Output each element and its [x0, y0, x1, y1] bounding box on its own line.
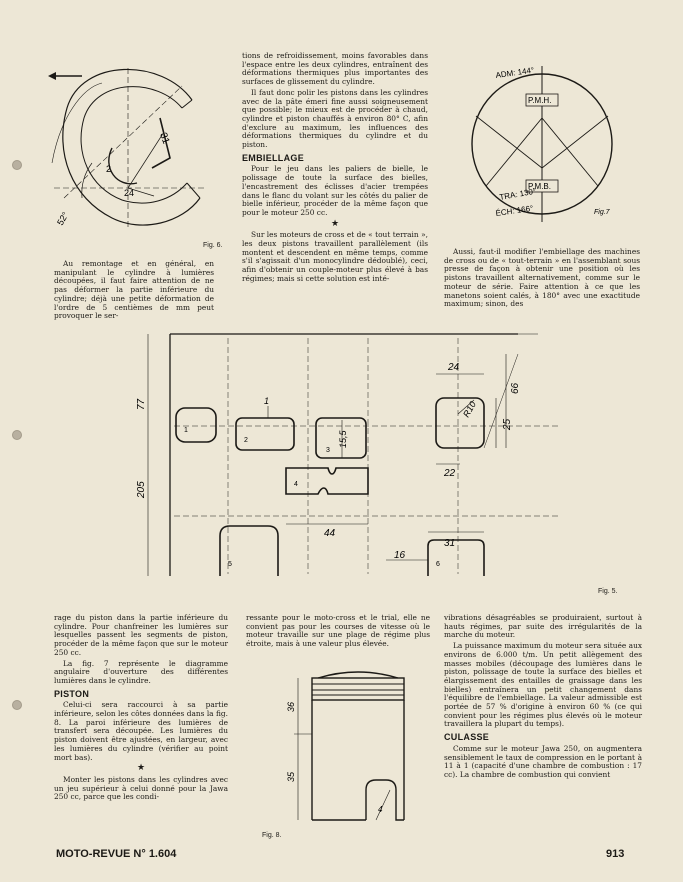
- fig5-dim-66: 66: [510, 382, 521, 394]
- fig5-dim-15-5: 15,5: [338, 429, 348, 448]
- fig5-dim-205: 205: [136, 481, 147, 499]
- footer-page-number: 913: [606, 848, 625, 860]
- fig8-caption: Fig. 8.: [262, 832, 282, 839]
- fig5-dim-16: 16: [394, 550, 406, 561]
- fig7-label-tra: TRA: 130°: [499, 187, 537, 202]
- fig8-dim-35: 35: [286, 771, 296, 782]
- paragraph: La fig. 7 représente le diagramme angula…: [54, 658, 228, 685]
- fig6-caption: Fig. 6.: [203, 242, 223, 249]
- article-column-left-top: Au remontage et en général, en manipulan…: [54, 259, 214, 323]
- paragraph: Pour le jeu dans les paliers de bielle, …: [242, 164, 428, 217]
- heading-piston: PISTON: [54, 688, 90, 699]
- article-column-bottom-right: vibrations désagréables se produiraient,…: [444, 613, 642, 782]
- article-column-top-middle: tions de refroidissement, moins favorabl…: [242, 51, 428, 286]
- fig6-dim-52: 52°: [55, 210, 71, 227]
- fig5-dim-31: 31: [444, 538, 455, 549]
- fig7-label-ech: ÉCH: 166°: [495, 204, 534, 218]
- figure-8-piston: 36 35 4: [286, 671, 405, 821]
- star-separator: ★: [330, 218, 340, 229]
- fig6-dim-24: 24: [124, 188, 134, 198]
- binder-hole: [12, 700, 22, 710]
- heading-embiellage: EMBIELLAGE: [242, 152, 305, 163]
- paragraph: rage du piston dans la partie inférieure…: [54, 613, 228, 657]
- article-column-bottom-middle: ressante pour le moto-cross et le trial,…: [246, 613, 430, 651]
- figure-5-drawing: 24 66 1 R10 25 77 15,5 22 205 44 16 31 1…: [136, 333, 558, 576]
- paragraph: La puissance maximum du moteur sera situ…: [444, 641, 642, 729]
- heading-culasse: CULASSE: [444, 732, 490, 743]
- fig7-label-pmh: P.M.H.: [528, 96, 551, 105]
- paragraph: Aussi, faut-il modifier l'embiellage des…: [444, 247, 640, 309]
- paragraph: Comme sur le moteur Jawa 250, on augment…: [444, 743, 642, 779]
- figure-6-drawing: 31 2 24 52°: [48, 68, 204, 228]
- fig5-mark: 4: [294, 481, 298, 488]
- footer-magazine: MOTO-REVUE N° 1.604: [56, 848, 177, 860]
- fig7-label-adm: ADM: 144°: [495, 66, 535, 80]
- paragraph: Au remontage et en général, en manipulan…: [54, 259, 214, 321]
- fig5-dim-1: 1: [264, 396, 269, 406]
- paragraph: ressante pour le moto-cross et le trial,…: [246, 613, 430, 649]
- paragraph: Sur les moteurs de cross et de « tout te…: [242, 230, 428, 283]
- paragraph: Monter les pistons dans les cylindres av…: [54, 774, 228, 802]
- fig5-mark: 5: [228, 561, 232, 568]
- fig5-mark: 1: [184, 427, 188, 434]
- fig5-dim-25: 25: [502, 418, 513, 431]
- fig6-dim-2: 2: [106, 164, 111, 174]
- fig5-dim-r10: R10: [461, 400, 478, 419]
- fig5-dim-44: 44: [324, 528, 336, 539]
- binder-hole: [12, 160, 22, 170]
- fig5-caption: Fig. 5.: [598, 588, 618, 595]
- fig5-dim-77: 77: [136, 398, 147, 410]
- article-column-bottom-left: rage du piston dans la partie inférieure…: [54, 613, 228, 804]
- figure-7-diagram: ADM: 144° P.M.H. P.M.B. TRA: 130° ÉCH: 1…: [471, 66, 613, 222]
- fig6-dim-31: 31: [157, 131, 171, 146]
- star-separator: ★: [136, 763, 146, 774]
- fig7-caption: Fig.7: [594, 209, 611, 216]
- paragraph: Celui-ci sera raccourci à sa partie infé…: [54, 700, 228, 762]
- article-column-right-top: Aussi, faut-il modifier l'embiellage des…: [444, 247, 640, 311]
- fig7-label-pmb: P.M.B.: [528, 182, 551, 191]
- fig5-mark: 2: [244, 437, 248, 444]
- fig5-mark: 3: [326, 447, 330, 454]
- fig8-dim-36: 36: [286, 702, 296, 712]
- fig5-dim-22: 22: [443, 468, 456, 479]
- fig5-mark: 6: [436, 561, 440, 568]
- binder-hole: [12, 430, 22, 440]
- fig8-dim-4: 4: [378, 805, 383, 814]
- paragraph: vibrations désagréables se produiraient,…: [444, 613, 642, 640]
- paragraph: Il faut donc polir les pistons dans les …: [242, 87, 428, 150]
- fig5-dim-24: 24: [447, 362, 460, 373]
- paragraph: tions de refroidissement, moins favorabl…: [242, 51, 428, 87]
